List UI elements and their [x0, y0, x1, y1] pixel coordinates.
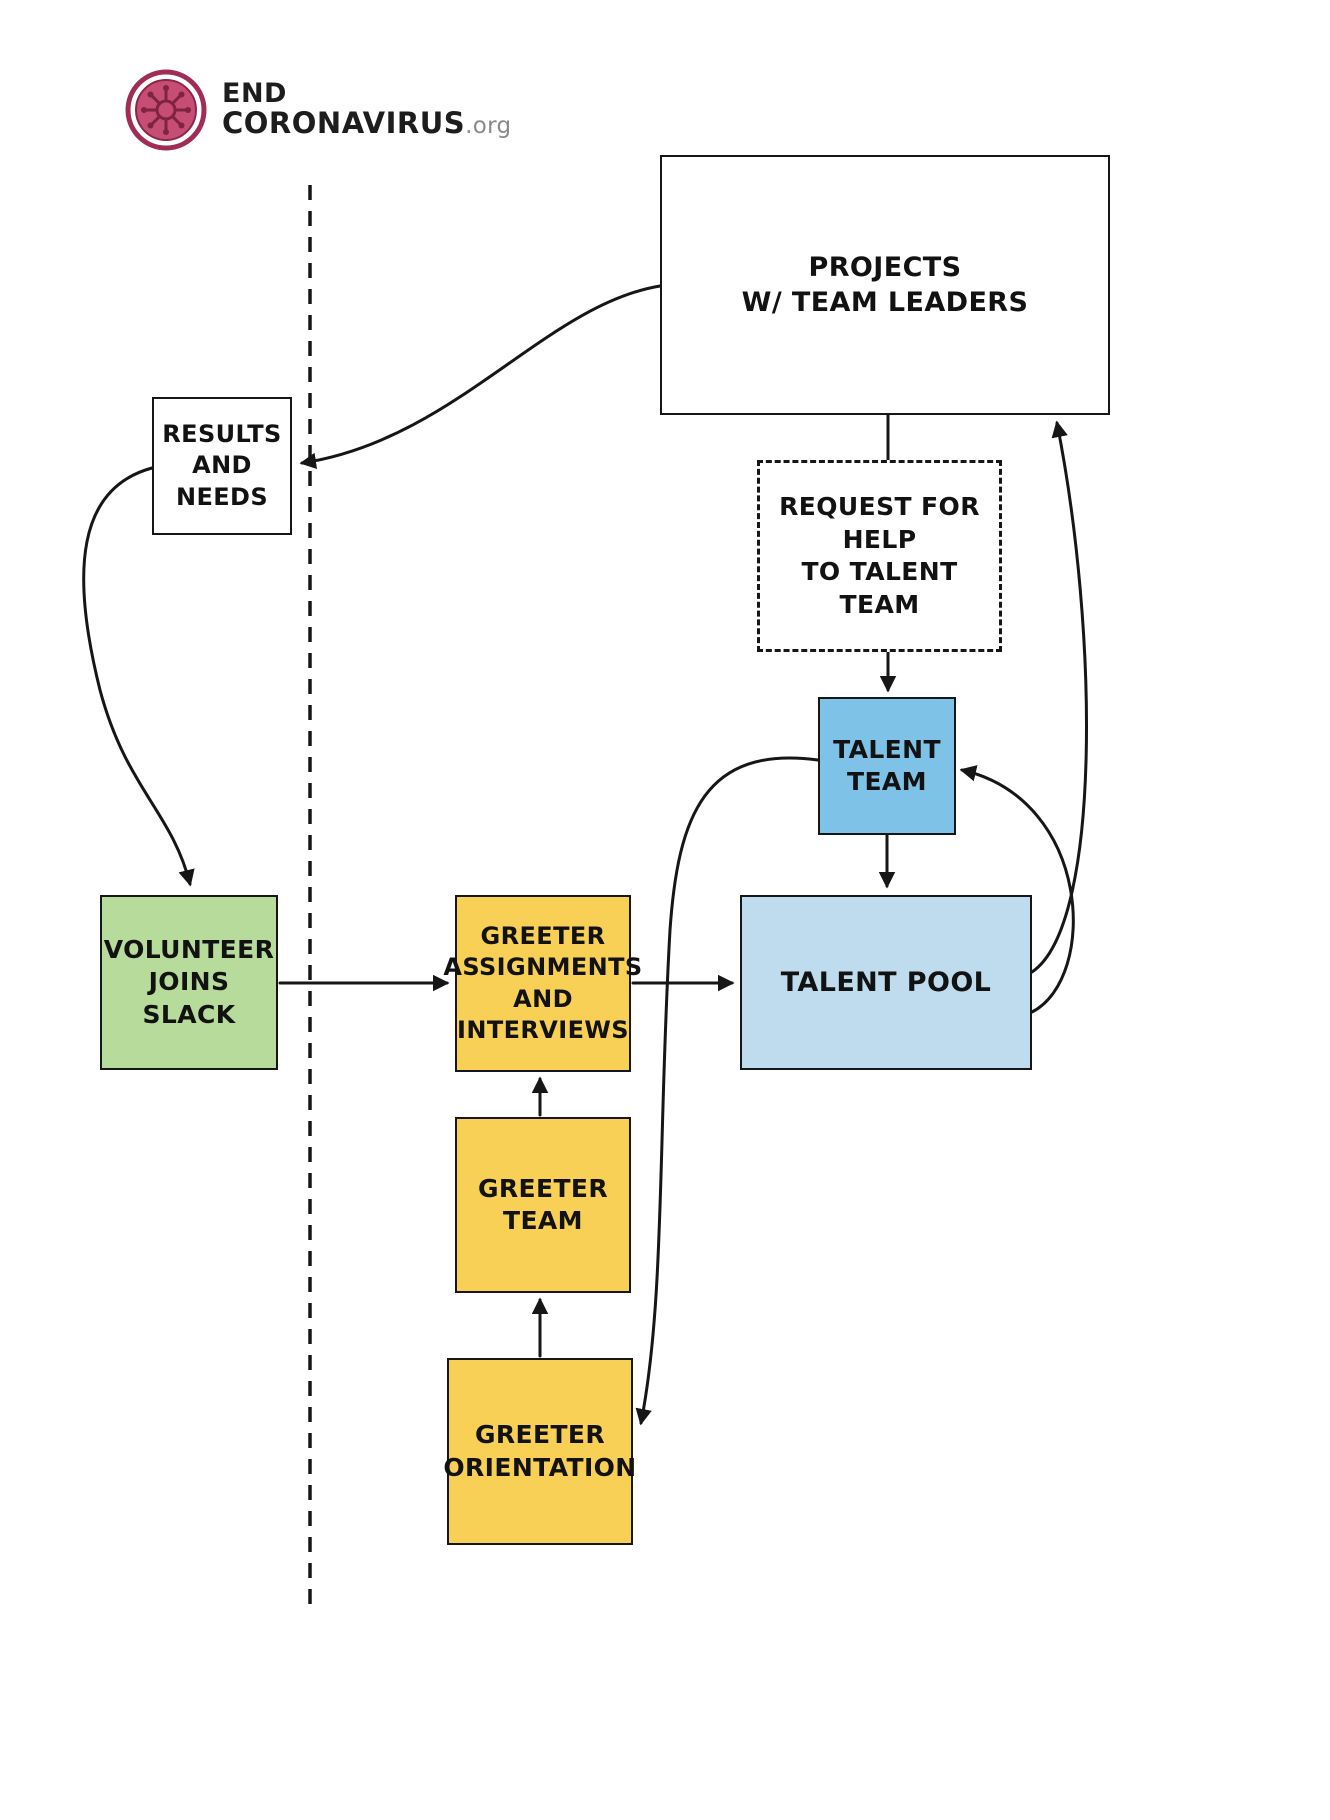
- logo-text: END CORONAVIRUS.org: [222, 77, 512, 141]
- endcoronavirus-logo: END CORONAVIRUS.org: [124, 68, 511, 152]
- node-results-label: RESULTS AND NEEDS: [162, 420, 282, 511]
- node-request-label: REQUEST FOR HELP TO TALENT TEAM: [779, 492, 980, 619]
- edge-talent-pool-to-projects: [1030, 420, 1088, 974]
- node-projects-label: PROJECTS W/ TEAM LEADERS: [741, 251, 1029, 318]
- node-greeter-orientation: GREETER ORIENTATION: [443, 1358, 636, 1545]
- node-volunteer-label: VOLUNTEER JOINS SLACK: [103, 934, 275, 1029]
- logo-suffix-org: .org: [465, 113, 512, 140]
- node-talent-pool: TALENT POOL: [740, 895, 1032, 1070]
- logo-word-coronavirus: CORONAVIRUS: [222, 106, 466, 141]
- node-greeter-assignments-label: GREETER ASSIGNMENTS AND INTERVIEWS: [443, 922, 643, 1044]
- node-talent-team: TALENT TEAM: [818, 697, 956, 835]
- node-greeter-team-label: GREETER TEAM: [477, 1173, 609, 1236]
- node-projects: PROJECTS W/ TEAM LEADERS: [660, 155, 1110, 415]
- edge-talent-team-to-greeter-orientation: [635, 756, 820, 1426]
- logo-word-end: END: [222, 77, 287, 109]
- node-volunteer-joins-slack: VOLUNTEER JOINS SLACK: [100, 895, 278, 1070]
- node-greeter-orientation-label: GREETER ORIENTATION: [443, 1420, 637, 1482]
- node-talent-team-label: TALENT TEAM: [833, 734, 941, 797]
- node-request-for-help: REQUEST FOR HELP TO TALENT TEAM: [757, 460, 1002, 652]
- node-results-and-needs: RESULTS AND NEEDS: [152, 397, 292, 535]
- node-greeter-assignments: GREETER ASSIGNMENTS AND INTERVIEWS: [443, 895, 642, 1072]
- virus-logo-icon: [125, 69, 207, 151]
- edge-talent-pool-to-talent-team: [959, 765, 1075, 1014]
- edge-projects-to-results: [299, 284, 662, 470]
- edge-results-to-volunteer: [82, 466, 195, 887]
- node-talent-pool-label: TALENT POOL: [780, 966, 992, 998]
- node-greeter-team: GREETER TEAM: [455, 1117, 631, 1293]
